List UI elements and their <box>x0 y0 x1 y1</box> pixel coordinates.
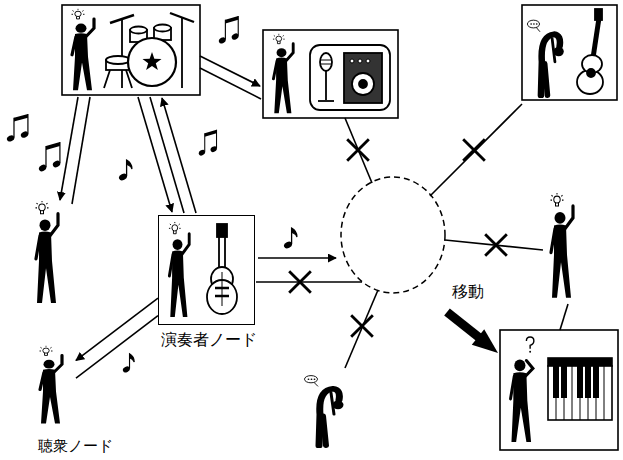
move-label: 移動 <box>450 283 486 301</box>
cross-mark <box>347 139 369 161</box>
disconnected-listener-figure <box>305 376 344 446</box>
music-notes <box>6 114 29 143</box>
mic-base <box>318 100 334 102</box>
confused-keyboardist-figure <box>511 337 534 442</box>
broken-link-line <box>345 118 372 183</box>
drummer-figure <box>72 9 95 90</box>
amp-knob <box>366 59 370 63</box>
music-notes <box>218 16 240 45</box>
broken-link-line <box>256 281 362 283</box>
link-line <box>560 304 568 330</box>
microphone <box>320 53 332 71</box>
broken-link-line <box>430 104 522 196</box>
snare-legs <box>104 70 132 88</box>
node-caption: 聴衆ノード <box>38 438 113 455</box>
acoustic-guitar-box <box>522 5 617 100</box>
mic-amp-icon <box>310 45 390 110</box>
tom-drum-top <box>130 27 147 34</box>
speaker-center <box>359 80 367 88</box>
performer-node-box: 演奏者ノード <box>158 215 255 325</box>
guitar-neck <box>593 18 599 58</box>
guitarist-figure <box>169 222 189 317</box>
cymbal <box>110 15 134 23</box>
keyboard-panel <box>548 358 612 366</box>
tom-drum-top <box>154 25 171 32</box>
speaker-cone <box>352 73 374 95</box>
cymbal-stand <box>121 19 123 88</box>
snare-drum-top <box>106 56 130 64</box>
listener-figure <box>40 346 63 424</box>
cymbal <box>170 13 194 22</box>
music-notes <box>38 142 61 172</box>
singer-figure <box>273 34 293 114</box>
guitar-head <box>595 9 602 20</box>
sound-hole <box>587 69 595 77</box>
music-note <box>122 354 134 374</box>
black-keys <box>553 366 599 398</box>
stream-links <box>60 56 568 368</box>
amp-knob <box>350 59 354 63</box>
cross-mark <box>485 234 507 256</box>
keyboard-keys <box>548 366 612 420</box>
audience-node-figure: 聴衆ノード <box>32 345 76 427</box>
vacant-position <box>341 177 445 293</box>
link-line <box>76 316 158 378</box>
node-caption: 演奏者ノード <box>161 331 257 349</box>
amp-knob <box>358 59 362 63</box>
mic-stand <box>325 71 327 100</box>
link-line <box>200 68 261 99</box>
stream-arrow <box>200 56 260 86</box>
listener-figure <box>551 193 574 298</box>
cymbal-stand <box>181 18 183 88</box>
stream-arrow <box>162 98 196 213</box>
keyboard-box <box>500 330 618 450</box>
acoustic-guitar <box>577 9 603 94</box>
listener-figure <box>36 201 59 303</box>
cross-mark <box>463 139 485 161</box>
stream-arrow <box>258 257 336 259</box>
bass-drum <box>128 38 176 86</box>
move-arrow-shaft <box>447 312 481 339</box>
music-note <box>118 160 132 181</box>
link-line <box>72 97 90 204</box>
keyboard <box>548 358 612 420</box>
move-arrow-head <box>472 329 498 353</box>
broken-link-line <box>345 290 378 368</box>
electric-guitar <box>207 224 237 314</box>
guitar-head <box>217 224 227 237</box>
drum-kit <box>104 13 194 88</box>
drummer-box <box>62 5 200 95</box>
music-notes <box>198 130 218 157</box>
mic-grille <box>320 60 332 64</box>
drum-star <box>142 52 161 70</box>
vocal-box <box>263 30 398 118</box>
music-note <box>283 228 297 249</box>
cross-mark <box>289 271 311 293</box>
stream-arrow <box>76 298 158 360</box>
guitar-lower-body <box>577 70 603 94</box>
silent-guitarist-figure <box>527 20 563 95</box>
icon-frame <box>310 45 390 110</box>
amplifier <box>344 53 382 103</box>
cross-mark <box>351 315 373 337</box>
guitar-strings <box>222 272 223 306</box>
